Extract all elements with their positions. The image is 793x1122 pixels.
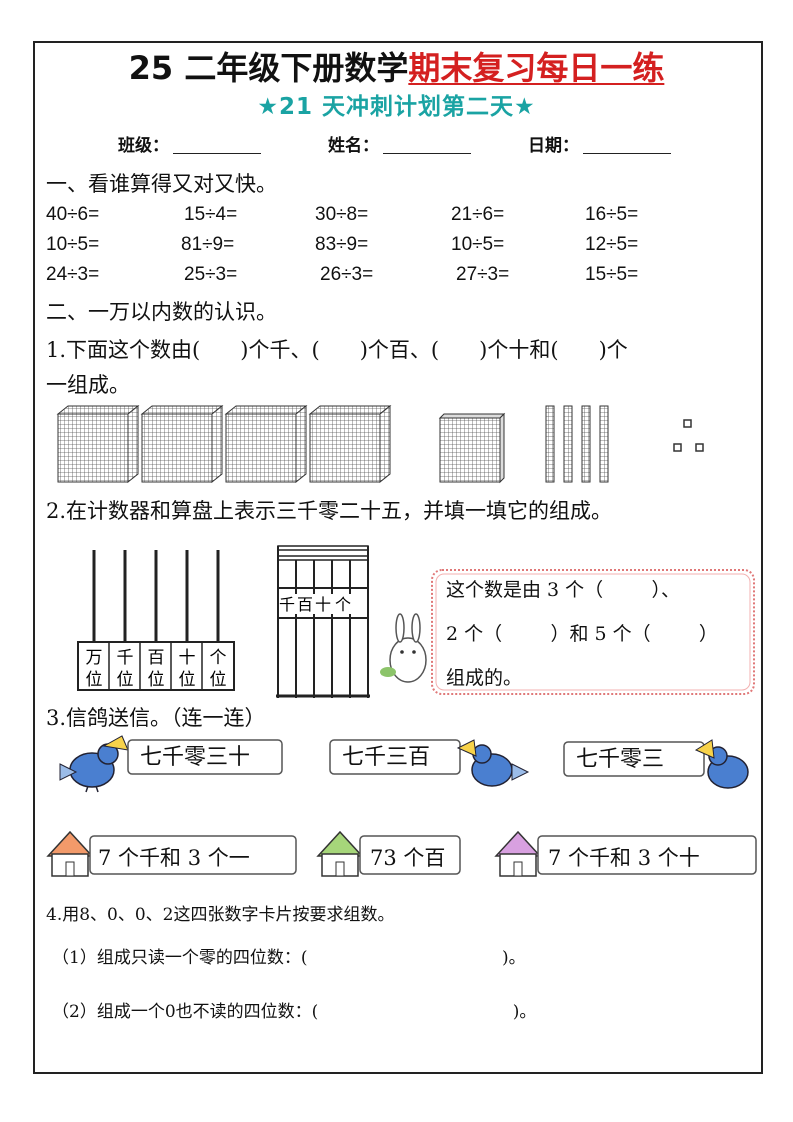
thousand-cube <box>308 404 392 484</box>
counter-label-wei: 位 <box>86 670 103 690</box>
letter-label-1: 七千零三十 <box>140 745 251 770</box>
one-cube <box>695 443 704 452</box>
calc-item: 81÷9= <box>181 234 235 255</box>
letter-label-2: 七千三百 <box>342 745 431 770</box>
house-label-1: 7 个千和 3 个一 <box>98 846 250 870</box>
page-title: 25 二年级下册数学期末复习每日一练 <box>0 50 793 86</box>
q4-sub2[interactable]: （2）组成一个0也不读的四位数：( )。 <box>52 1002 537 1022</box>
counter-label-shi: 十 <box>179 648 196 668</box>
calc-item: 21÷6= <box>451 204 505 225</box>
class-blank[interactable] <box>173 137 261 154</box>
page-subtitle: ★21 天冲刺计划第二天★ <box>257 94 536 120</box>
q3-text: 3.信鸽送信。（连一连） <box>46 706 266 730</box>
abacus-label-ge: 个 <box>335 595 351 614</box>
class-field: 班级： <box>118 134 261 158</box>
title-prefix: 25 二年级下册数学 <box>128 49 409 87</box>
title-highlight: 期末复习每日一练 <box>408 49 665 87</box>
section2-heading: 二、一万以内数的认识。 <box>46 300 277 324</box>
calc-item: 10÷5= <box>46 234 100 255</box>
letter-label-3: 七千零三 <box>576 747 665 772</box>
bird-icon <box>59 735 129 793</box>
counter-label-wei: 位 <box>148 670 165 690</box>
ten-rod <box>563 405 573 483</box>
bird-icon <box>456 739 530 787</box>
counter-label-ge: 个 <box>210 648 227 668</box>
abacus-label-qian: 千 <box>279 595 295 614</box>
calc-item: 26÷3= <box>320 264 374 285</box>
one-cube <box>683 419 692 428</box>
calc-item: 16÷5= <box>585 204 639 225</box>
date-field: 日期： <box>528 134 671 158</box>
calc-item: 83÷9= <box>315 234 369 255</box>
calc-item: 27÷3= <box>456 264 510 285</box>
thousand-cube <box>56 404 140 484</box>
letter-card-1[interactable] <box>127 739 283 775</box>
calc-item: 10÷5= <box>451 234 505 255</box>
counter-labels: 万 位 千 位 百 位 十 位 个 位 <box>86 648 227 690</box>
worksheet-frame <box>33 41 763 1074</box>
house-icon <box>316 830 364 877</box>
counter-label-wei: 位 <box>117 670 134 690</box>
q1-line2: 一组成。 <box>46 373 130 397</box>
hundred-flat <box>438 412 506 484</box>
q4-text: 4.用8、0、0、2这四张数字卡片按要求组数。 <box>46 905 395 925</box>
house-card-3[interactable] <box>537 835 757 875</box>
q4-sub1[interactable]: （1）组成只读一个零的四位数：( )。 <box>52 948 526 968</box>
counter-label-qian: 千 <box>117 648 134 668</box>
date-label: 日期： <box>528 136 579 156</box>
abacus-label-bai: 百 <box>297 595 313 614</box>
q1-line1: 1.下面这个数由( )个千、( )个百、( )个十和( )个 <box>46 338 628 362</box>
calc-item: 30÷8= <box>315 204 369 225</box>
abacus-label-shi: 十 <box>315 595 331 614</box>
counter-label-wei: 位 <box>210 670 227 690</box>
calc-item: 15÷5= <box>585 264 639 285</box>
calc-item: 12÷5= <box>585 234 639 255</box>
class-label: 班级： <box>118 136 169 156</box>
abacus: 千 百 十 个 <box>276 545 370 698</box>
house-card-2[interactable] <box>359 835 461 875</box>
q3-figures <box>46 735 757 877</box>
ten-rod <box>545 405 555 483</box>
letter-card-2[interactable] <box>329 739 461 775</box>
name-field: 姓名： <box>328 134 471 158</box>
one-cube <box>673 443 682 452</box>
counting-frame <box>77 550 235 691</box>
date-blank[interactable] <box>583 137 671 154</box>
counter-label-bai: 百 <box>148 648 165 668</box>
letter-card-3[interactable] <box>563 741 705 777</box>
speech-bubble <box>431 569 755 695</box>
q2-text: 2.在计数器和算盘上表示三千零二十五，并填一填它的组成。 <box>46 499 613 523</box>
house-card-1[interactable] <box>89 835 297 875</box>
bubble-line2: 2 个（ ）和 5 个（ ） <box>446 623 718 645</box>
ten-rod <box>581 405 591 483</box>
calc-item: 24÷3= <box>46 264 100 285</box>
bubble-line1: 这个数是由 3 个（ ）、 <box>446 579 680 601</box>
name-label: 姓名： <box>328 136 379 156</box>
place-value-blocks <box>56 404 704 484</box>
house-label-3: 7 个千和 3 个十 <box>548 846 700 870</box>
ten-rod <box>599 405 609 483</box>
house-icon <box>494 830 542 877</box>
calc-item: 40÷6= <box>46 204 100 225</box>
bubble-line3: 组成的。 <box>446 667 523 689</box>
calc-item: 15÷4= <box>184 204 238 225</box>
counter-label-wei: 位 <box>179 670 196 690</box>
house-icon <box>46 830 94 877</box>
thousand-cube <box>140 404 224 484</box>
rabbit-icon <box>380 613 427 683</box>
q2-figures: 万 位 千 位 百 位 十 位 个 位 千 百 十 个 <box>77 545 755 698</box>
bird-icon <box>694 739 749 789</box>
thousand-cube <box>224 404 308 484</box>
counter-label-wan: 万 <box>86 648 103 668</box>
house-label-2: 73 个百 <box>370 846 446 870</box>
calc-item: 25÷3= <box>184 264 238 285</box>
name-blank[interactable] <box>383 137 471 154</box>
section1-heading: 一、看谁算得又对又快。 <box>46 172 277 196</box>
